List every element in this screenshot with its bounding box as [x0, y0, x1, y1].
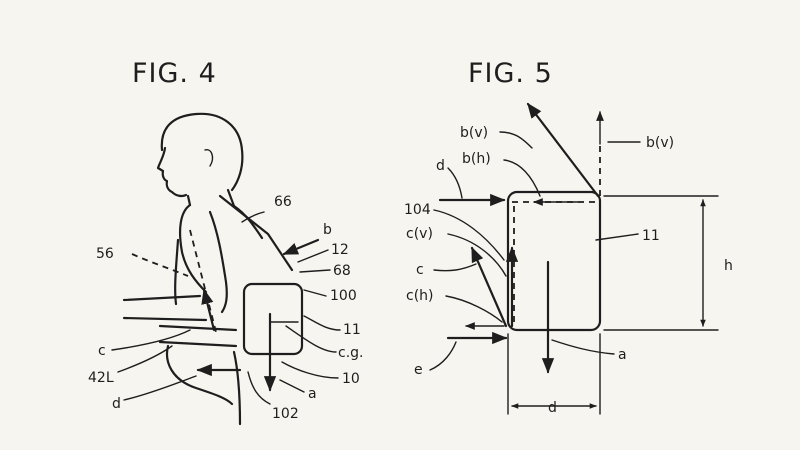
label-68: 68: [333, 263, 351, 279]
label-bv-right: b(v): [646, 135, 674, 151]
leader-bh: [503, 159, 541, 197]
person-hair: [160, 112, 244, 192]
leader-10: [281, 361, 339, 379]
person-belt: [158, 324, 238, 348]
leader-a: [279, 379, 305, 393]
label-66: 66: [274, 194, 292, 210]
leader-100: [303, 289, 327, 297]
strap-66: [218, 194, 294, 272]
label-cg: c.g.: [338, 345, 363, 361]
label-11: 11: [343, 322, 361, 338]
label-a-fig5: a: [618, 347, 627, 363]
figure-5: FIG. 5: [404, 58, 733, 416]
leader-ch: [445, 295, 503, 323]
leader-cv: [447, 233, 507, 277]
arrow-c: [201, 288, 216, 332]
leader-d-top: [447, 167, 463, 199]
label-100: 100: [330, 288, 357, 304]
fig5-title: FIG. 5: [468, 58, 553, 89]
leader-c-fig5: [433, 263, 477, 272]
person-shoulder: [179, 203, 208, 294]
person-chest: [174, 238, 180, 306]
label-12: 12: [331, 242, 349, 258]
pack-11-fig5: [506, 190, 602, 332]
arrow-bv-diagonal: [526, 102, 600, 198]
label-ch: c(h): [406, 288, 434, 304]
label-b: b: [323, 222, 332, 238]
label-42L: 42L: [88, 370, 114, 386]
person-ear: [204, 149, 214, 167]
leader-11-fig5: [595, 233, 639, 241]
label-bv-left: b(v): [460, 125, 488, 141]
person-hip-back: [232, 350, 242, 426]
label-e: e: [414, 362, 423, 378]
leader-bv-left: [499, 131, 533, 149]
label-cv: c(v): [406, 226, 433, 242]
label-56: 56: [96, 246, 114, 262]
label-11-fig5: 11: [642, 228, 660, 244]
leader-12: [297, 249, 329, 263]
leader-42L: [117, 345, 173, 373]
leader-11: [303, 315, 341, 331]
dashed-torso-line: [189, 229, 217, 333]
dashed-line-56: [131, 253, 189, 277]
label-10: 10: [342, 371, 360, 387]
person-hip-front: [165, 344, 234, 406]
leader-e: [429, 341, 457, 371]
label-d-bottom: d: [548, 400, 557, 416]
fig4-title: FIG. 4: [132, 58, 217, 89]
pack-11: [242, 282, 304, 356]
label-c-fig5: c: [416, 262, 424, 278]
label-c: c: [98, 343, 106, 359]
person-arm: [208, 210, 228, 314]
person-neck: [186, 188, 236, 208]
person-forearm: [122, 294, 208, 322]
person-face: [156, 146, 188, 198]
label-102: 102: [272, 406, 299, 422]
leader-104: [433, 209, 505, 261]
label-d: d: [112, 396, 121, 412]
label-a: a: [308, 386, 317, 402]
leader-68: [299, 269, 331, 273]
leader-102: [247, 371, 271, 405]
leader-a-fig5: [551, 339, 615, 355]
arrow-b: [282, 238, 320, 256]
label-d-top: d: [436, 158, 445, 174]
label-h: h: [724, 258, 733, 274]
leader-cg: [285, 325, 337, 353]
figure-4: FIG. 4: [88, 58, 363, 426]
leader-d: [123, 375, 197, 401]
label-bh: b(h): [462, 151, 491, 167]
arrow-c-diagonal: [470, 246, 508, 328]
label-104: 104: [404, 202, 431, 218]
leader-c: [111, 329, 191, 351]
leader-66: [241, 211, 265, 223]
